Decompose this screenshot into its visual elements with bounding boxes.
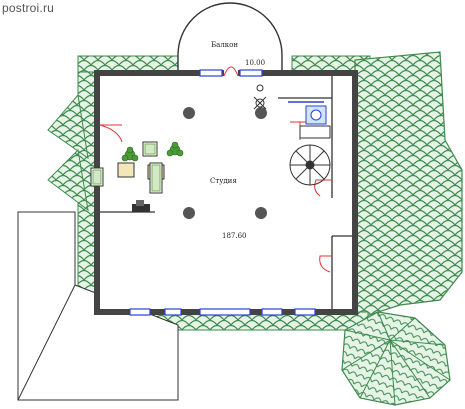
balcony-area: 10.00 <box>245 59 265 67</box>
turret-roof <box>341 311 451 406</box>
furniture-group <box>90 141 165 194</box>
balcony-door <box>223 66 239 77</box>
spiral-staircase <box>289 144 331 186</box>
roof-left <box>47 57 97 331</box>
plants <box>121 141 184 162</box>
balcony: Балкон 10.00 <box>177 2 283 70</box>
bathroom <box>288 101 331 139</box>
fireplace <box>132 200 150 212</box>
ceiling-fixture <box>253 84 267 110</box>
windows <box>129 69 316 316</box>
columns <box>183 107 267 219</box>
balcony-label: Балкон <box>211 41 238 49</box>
studio-label: Студия <box>210 177 237 185</box>
studio-area: 187.60 <box>222 232 247 240</box>
site-watermark: postroi.ru <box>2 1 55 15</box>
roof-right <box>354 51 463 319</box>
